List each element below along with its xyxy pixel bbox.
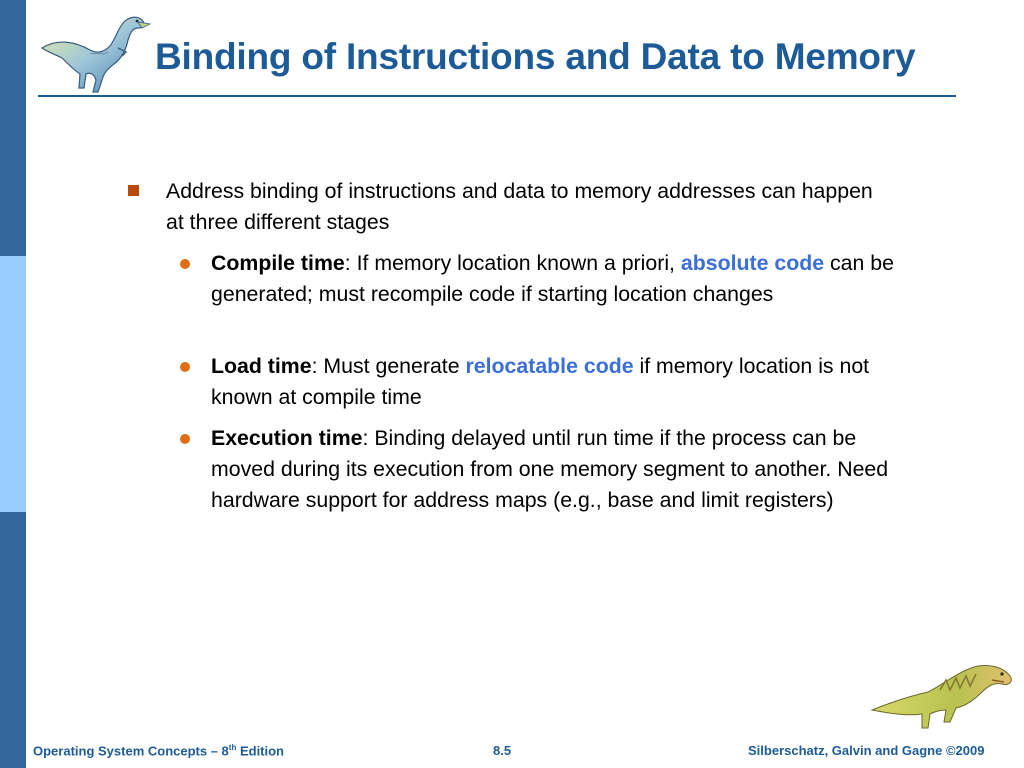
list-item-compile-time: Compile time: If memory location known a…	[211, 251, 894, 306]
round-bullet-icon	[180, 362, 190, 372]
highlighted-term: absolute code	[680, 251, 825, 275]
term-label: Execution time	[211, 426, 363, 450]
term-label: Compile time	[211, 251, 345, 275]
main-bullet-text: Address binding of instructions and data…	[166, 179, 873, 234]
slide-title: Binding of Instructions and Data to Memo…	[155, 36, 916, 77]
footer-copyright: Silberschatz, Galvin and Gagne ©2009	[748, 743, 985, 758]
highlighted-term: relocatable code	[465, 354, 634, 378]
round-bullet-icon	[180, 434, 190, 444]
round-bullet-icon	[180, 259, 190, 269]
dinosaur-icon	[870, 665, 1012, 729]
sidebar-segment-middle	[0, 256, 26, 512]
footer-page-number: 8.5	[493, 743, 512, 758]
list-item-execution-time: Execution time: Binding delayed until ru…	[211, 426, 889, 512]
list-item-load-time: Load time: Must generate relocatable cod…	[211, 354, 870, 409]
term-label: Load time	[211, 354, 312, 378]
left-sidebar-bar	[0, 0, 26, 768]
footer-book-title: Operating System Concepts – 8th Edition	[33, 743, 285, 759]
slide-content: Address binding of instructions and data…	[128, 179, 894, 512]
dinosaur-icon	[40, 16, 152, 93]
sidebar-segment-bottom	[0, 512, 26, 768]
square-bullet-icon	[128, 185, 142, 199]
sidebar-segment-top	[0, 0, 26, 256]
title-divider	[38, 95, 956, 97]
